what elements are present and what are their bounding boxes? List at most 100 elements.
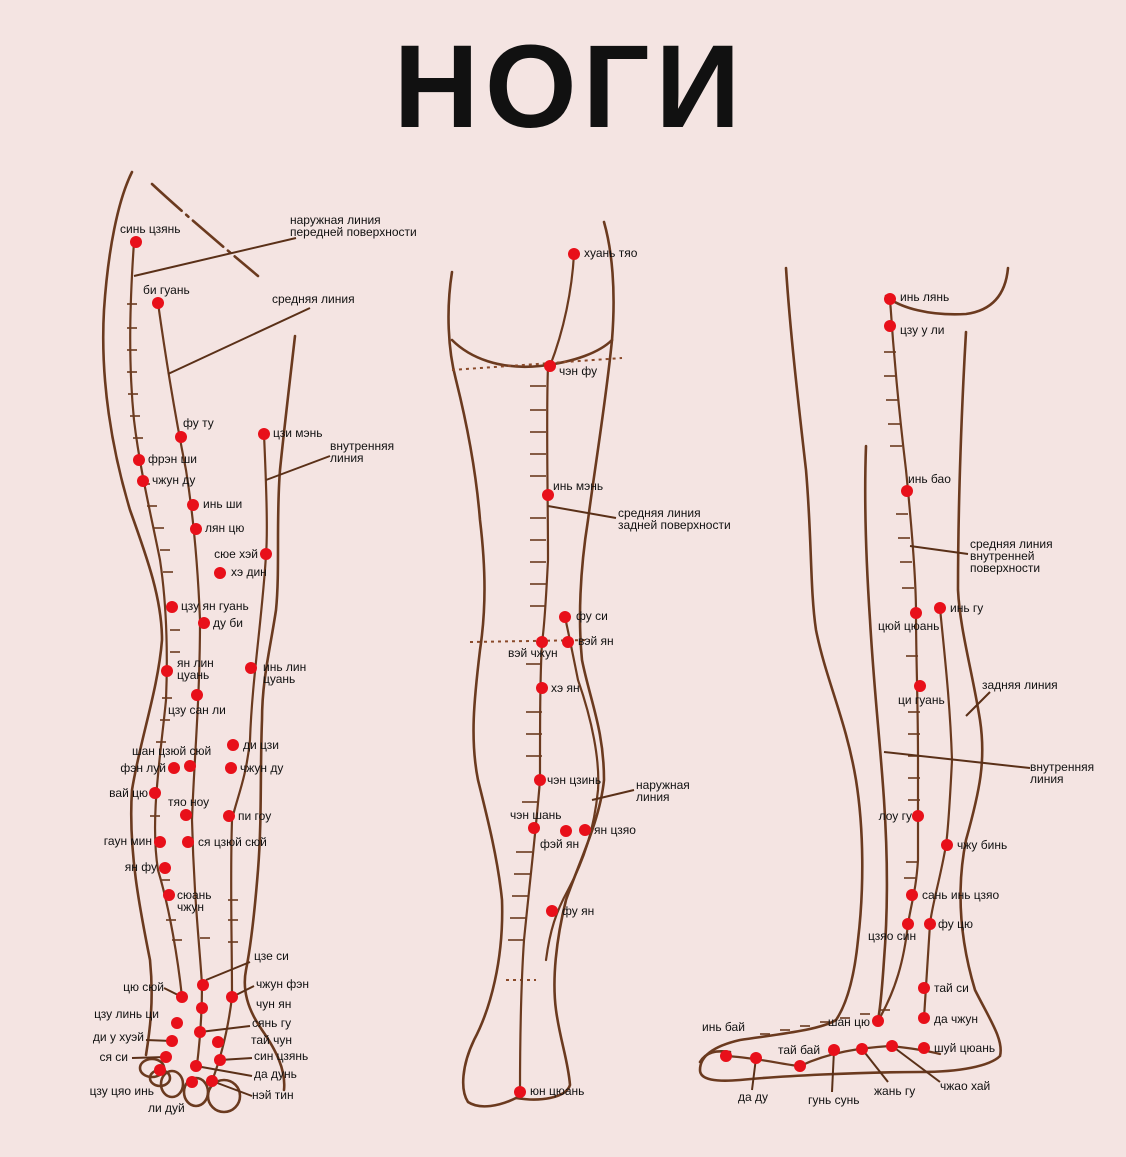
acupoint-fu-si: фу си [559, 609, 608, 623]
acupoint-label: хуань тяо [584, 246, 638, 260]
page-title: НОГИ [393, 21, 747, 153]
acupoint-di-tszi: ди цзи [227, 738, 279, 752]
acupoint-marker [168, 762, 180, 774]
acupoint-label: чжун ду [240, 761, 283, 775]
acupoint-in-bao: инь бао [901, 472, 951, 497]
acupoint-label: фэн луй [120, 761, 166, 775]
front-inner-line-pointer [265, 455, 331, 481]
acupoint-label: син цзянь [254, 1049, 308, 1063]
acupoint-fu-ian: фу ян [546, 904, 594, 918]
acupoint-in-bai: инь бай [702, 1020, 745, 1062]
da-dun-pointer [195, 1065, 253, 1077]
acupoint-label: инь бао [908, 472, 951, 486]
acupoint-label: хэ дин [231, 565, 267, 579]
inner-inner-line-pointer [883, 751, 1031, 769]
inner-front-meridian [922, 606, 954, 1020]
inner-back-line-pointer [965, 691, 991, 717]
acupoint-da-dun: да дунь [190, 1060, 297, 1081]
acupoint-marker [226, 991, 238, 1003]
acupoint-tai-bai: тай бай [750, 1043, 820, 1064]
back-middle-meridian [518, 364, 550, 1094]
acupoint-pi-gou: пи гоу [223, 809, 271, 823]
acupoint-label: цзу линь ци [94, 1007, 159, 1021]
acupoint-marker [214, 567, 226, 579]
acupoint-marker [546, 905, 558, 917]
acupoint-marker [918, 982, 930, 994]
back-outer-line-pointer [591, 789, 635, 801]
acupoint-label: цзу у ли [900, 323, 944, 337]
inner-leg-hip [884, 266, 1010, 316]
acupoint-marker [176, 991, 188, 1003]
front-leg-outline-inner [243, 334, 297, 1092]
inner-middle-line-caption: средняя линия внутренней поверхности [970, 537, 1056, 575]
acupoint-marker [941, 839, 953, 851]
acupoint-label: ян цзяо [594, 823, 636, 837]
acupoint-marker [924, 918, 936, 930]
acupoint-sin-tsian-foot: син цзянь [214, 1049, 308, 1066]
acupoint-label: лян цю [205, 521, 244, 535]
acupoint-marker [166, 601, 178, 613]
acupoint-marker [184, 760, 196, 772]
acupoint-marker [918, 1042, 930, 1054]
acupoint-marker [794, 1060, 806, 1072]
inner-foot-meridian [724, 1044, 942, 1068]
acupoint-marker [902, 918, 914, 930]
acupoint-label: тяо ноу [168, 795, 209, 809]
acupoint-in-lian: инь лянь [884, 290, 949, 305]
acupoint-label: фу цю [938, 917, 973, 931]
sian-gu-pointer [199, 1025, 251, 1033]
acupoint-san-in-tsziao: сань инь цзяо [906, 888, 1000, 902]
acupoint-tszu-u-li: цзу у ли [884, 320, 944, 337]
acupoint-marker [258, 428, 270, 440]
acupoint-chzhun-du-thigh: чжун ду [137, 473, 195, 487]
acupoint-label: чжун ду [152, 473, 195, 487]
acupoint-marker [152, 297, 164, 309]
acupoint-label: шан цю [828, 1015, 870, 1029]
acupoint-label: хэ ян [551, 681, 580, 695]
back-gluteal-fold [451, 357, 623, 371]
acupoint-vei-chzhun: вэй чжун [508, 636, 558, 660]
acupoint-tsiu-siui: цю сюй [123, 980, 188, 1003]
acupoint-label: сянь гу [252, 1016, 291, 1030]
acupoint-marker [528, 822, 540, 834]
acupoint-tszu-lin-tsi: цзу линь ци [94, 1007, 183, 1029]
back-middle-line-caption: средняя линия задней поверхности [618, 506, 731, 532]
acupoint-label: вэй чжун [508, 646, 558, 660]
nei-tin-pointer [211, 1080, 253, 1097]
acupoint-label: нэй тин [252, 1088, 294, 1102]
acupoint-label: да чжун [934, 1012, 978, 1026]
acupoint-marker [223, 810, 235, 822]
acupoint-marker [159, 862, 171, 874]
line-captions: наружная линия передней поверхности сред… [272, 213, 1097, 804]
acupoint-chen-tszin: чэн цзинь [534, 773, 601, 787]
acupoint-marker [901, 485, 913, 497]
acupoint-marker [856, 1043, 868, 1055]
acupoint-tai-chun: тай чун [212, 1033, 292, 1048]
acupoint-marker [544, 360, 556, 372]
acupoint-sia-si: ся си [99, 1050, 172, 1064]
acupoint-ian-tsziao: ян цзяо [579, 823, 636, 837]
inner-inner-line-caption: внутренняя линия [1030, 760, 1097, 786]
acupoint-vei-ian: вэй ян [562, 634, 614, 648]
acupoint-marker [206, 1075, 218, 1087]
acupoint-marker [130, 236, 142, 248]
acupoint-fren-shi: фрэн ши [133, 452, 197, 466]
acupoint-fei-ian: фэй ян [540, 825, 579, 851]
acupoint-siue-hei: сюе хэй [214, 547, 272, 561]
front-outer-line-caption: наружная линия передней поверхности [290, 213, 417, 239]
acupoint-label: ян фу [125, 860, 157, 874]
acupoint-du-bi: ду би [198, 616, 243, 630]
acupoint-label: чжу бинь [957, 838, 1007, 852]
acupoint-marker [910, 607, 922, 619]
acupoint-label: фрэн ши [148, 452, 197, 466]
chzhao-hai-pointer [891, 1045, 941, 1083]
inner-middle-line-pointer [909, 545, 969, 555]
acupoint-marker [562, 636, 574, 648]
acupoint-label: инь гу [950, 601, 983, 615]
acupoint-marker [260, 548, 272, 560]
